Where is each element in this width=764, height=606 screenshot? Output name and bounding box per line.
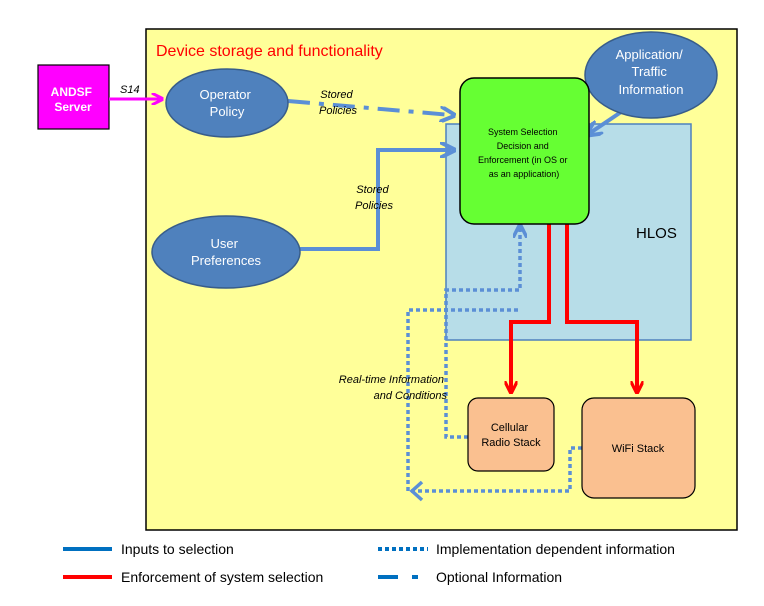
cellular-feedback-line <box>444 228 520 439</box>
operator-policy-line2: Policy <box>210 104 245 119</box>
wifi-label: WiFi Stack <box>612 443 665 455</box>
hlos-label: HLOS <box>636 225 677 242</box>
svg-text:ANDSF Server: ANDSF Server <box>51 85 96 114</box>
legend-optional-label: Optional Information <box>436 569 562 585</box>
svg-text:Stored Policies: Stored Policies <box>355 184 393 212</box>
realtime-line2: and Conditions <box>374 390 448 402</box>
wifi-feedback-arrow <box>409 480 424 502</box>
andsf-line1: ANDSF <box>51 85 92 99</box>
s14-label: S14 <box>120 84 140 96</box>
svg-text:Cellular Radio Stack: Cellular Radio Stack <box>481 422 541 449</box>
svg-text:System Selection Decision: System Selection Decision and Enforcemen… <box>478 127 570 179</box>
app-traffic-line3: Information <box>618 82 683 97</box>
cellular-radio-stack <box>467 397 555 472</box>
device-title: Device storage and functionality <box>156 43 383 60</box>
operator-policy-node <box>165 68 289 138</box>
user-preferences-line2: Preferences <box>191 253 262 268</box>
legend-inputs-label: Inputs to selection <box>121 541 234 557</box>
user-preferences-line1: User <box>210 236 238 251</box>
svg-text:Application/ Traffic I: Application/ Traffic Information <box>616 47 687 97</box>
wifi-stack <box>581 397 696 499</box>
enforcement-wifi-line <box>565 224 637 390</box>
wifi-feedback-line <box>406 308 582 493</box>
system-selection-box <box>459 77 590 225</box>
realtime-line1: Real-time Information <box>339 374 444 386</box>
svg-text:Stored Policies: Stored Policies <box>319 89 357 117</box>
stored-policies-2-line2: Policies <box>355 200 393 212</box>
operator-policy-line1: Operator <box>200 87 252 102</box>
user-preferences-line <box>300 150 451 251</box>
system-selection-line3: Enforcement (in OS or <box>478 155 568 165</box>
system-selection-line1: System Selection <box>488 127 558 137</box>
user-preferences-node <box>151 215 301 289</box>
legend-impl-label: Implementation dependent information <box>436 541 675 557</box>
svg-text:User Preferences: User Preferences <box>191 236 262 268</box>
cellular-line1: Cellular <box>491 422 529 434</box>
stored-policies-2-line1: Stored <box>356 184 389 196</box>
stored-policies-1-line2: Policies <box>319 105 357 117</box>
app-traffic-line2: Traffic <box>631 64 667 79</box>
stored-policies-1-line1: Stored <box>320 89 353 101</box>
andsf-line2: Server <box>54 100 92 114</box>
enforcement-cellular-line <box>511 224 551 390</box>
svg-text:Real-time Information and: Real-time Information and Conditions <box>339 374 448 402</box>
svg-text:Operator Policy: Operator Policy <box>200 87 255 119</box>
system-selection-line2: Decision and <box>497 141 549 151</box>
legend-enforcement-label: Enforcement of system selection <box>121 569 323 585</box>
app-traffic-line1: Application/ <box>616 47 684 62</box>
app-traffic-node <box>584 31 718 119</box>
cellular-line2: Radio Stack <box>481 437 541 449</box>
andsf-server <box>37 64 110 130</box>
system-selection-line4: as an application) <box>489 169 560 179</box>
operator-policy-line <box>287 99 451 115</box>
